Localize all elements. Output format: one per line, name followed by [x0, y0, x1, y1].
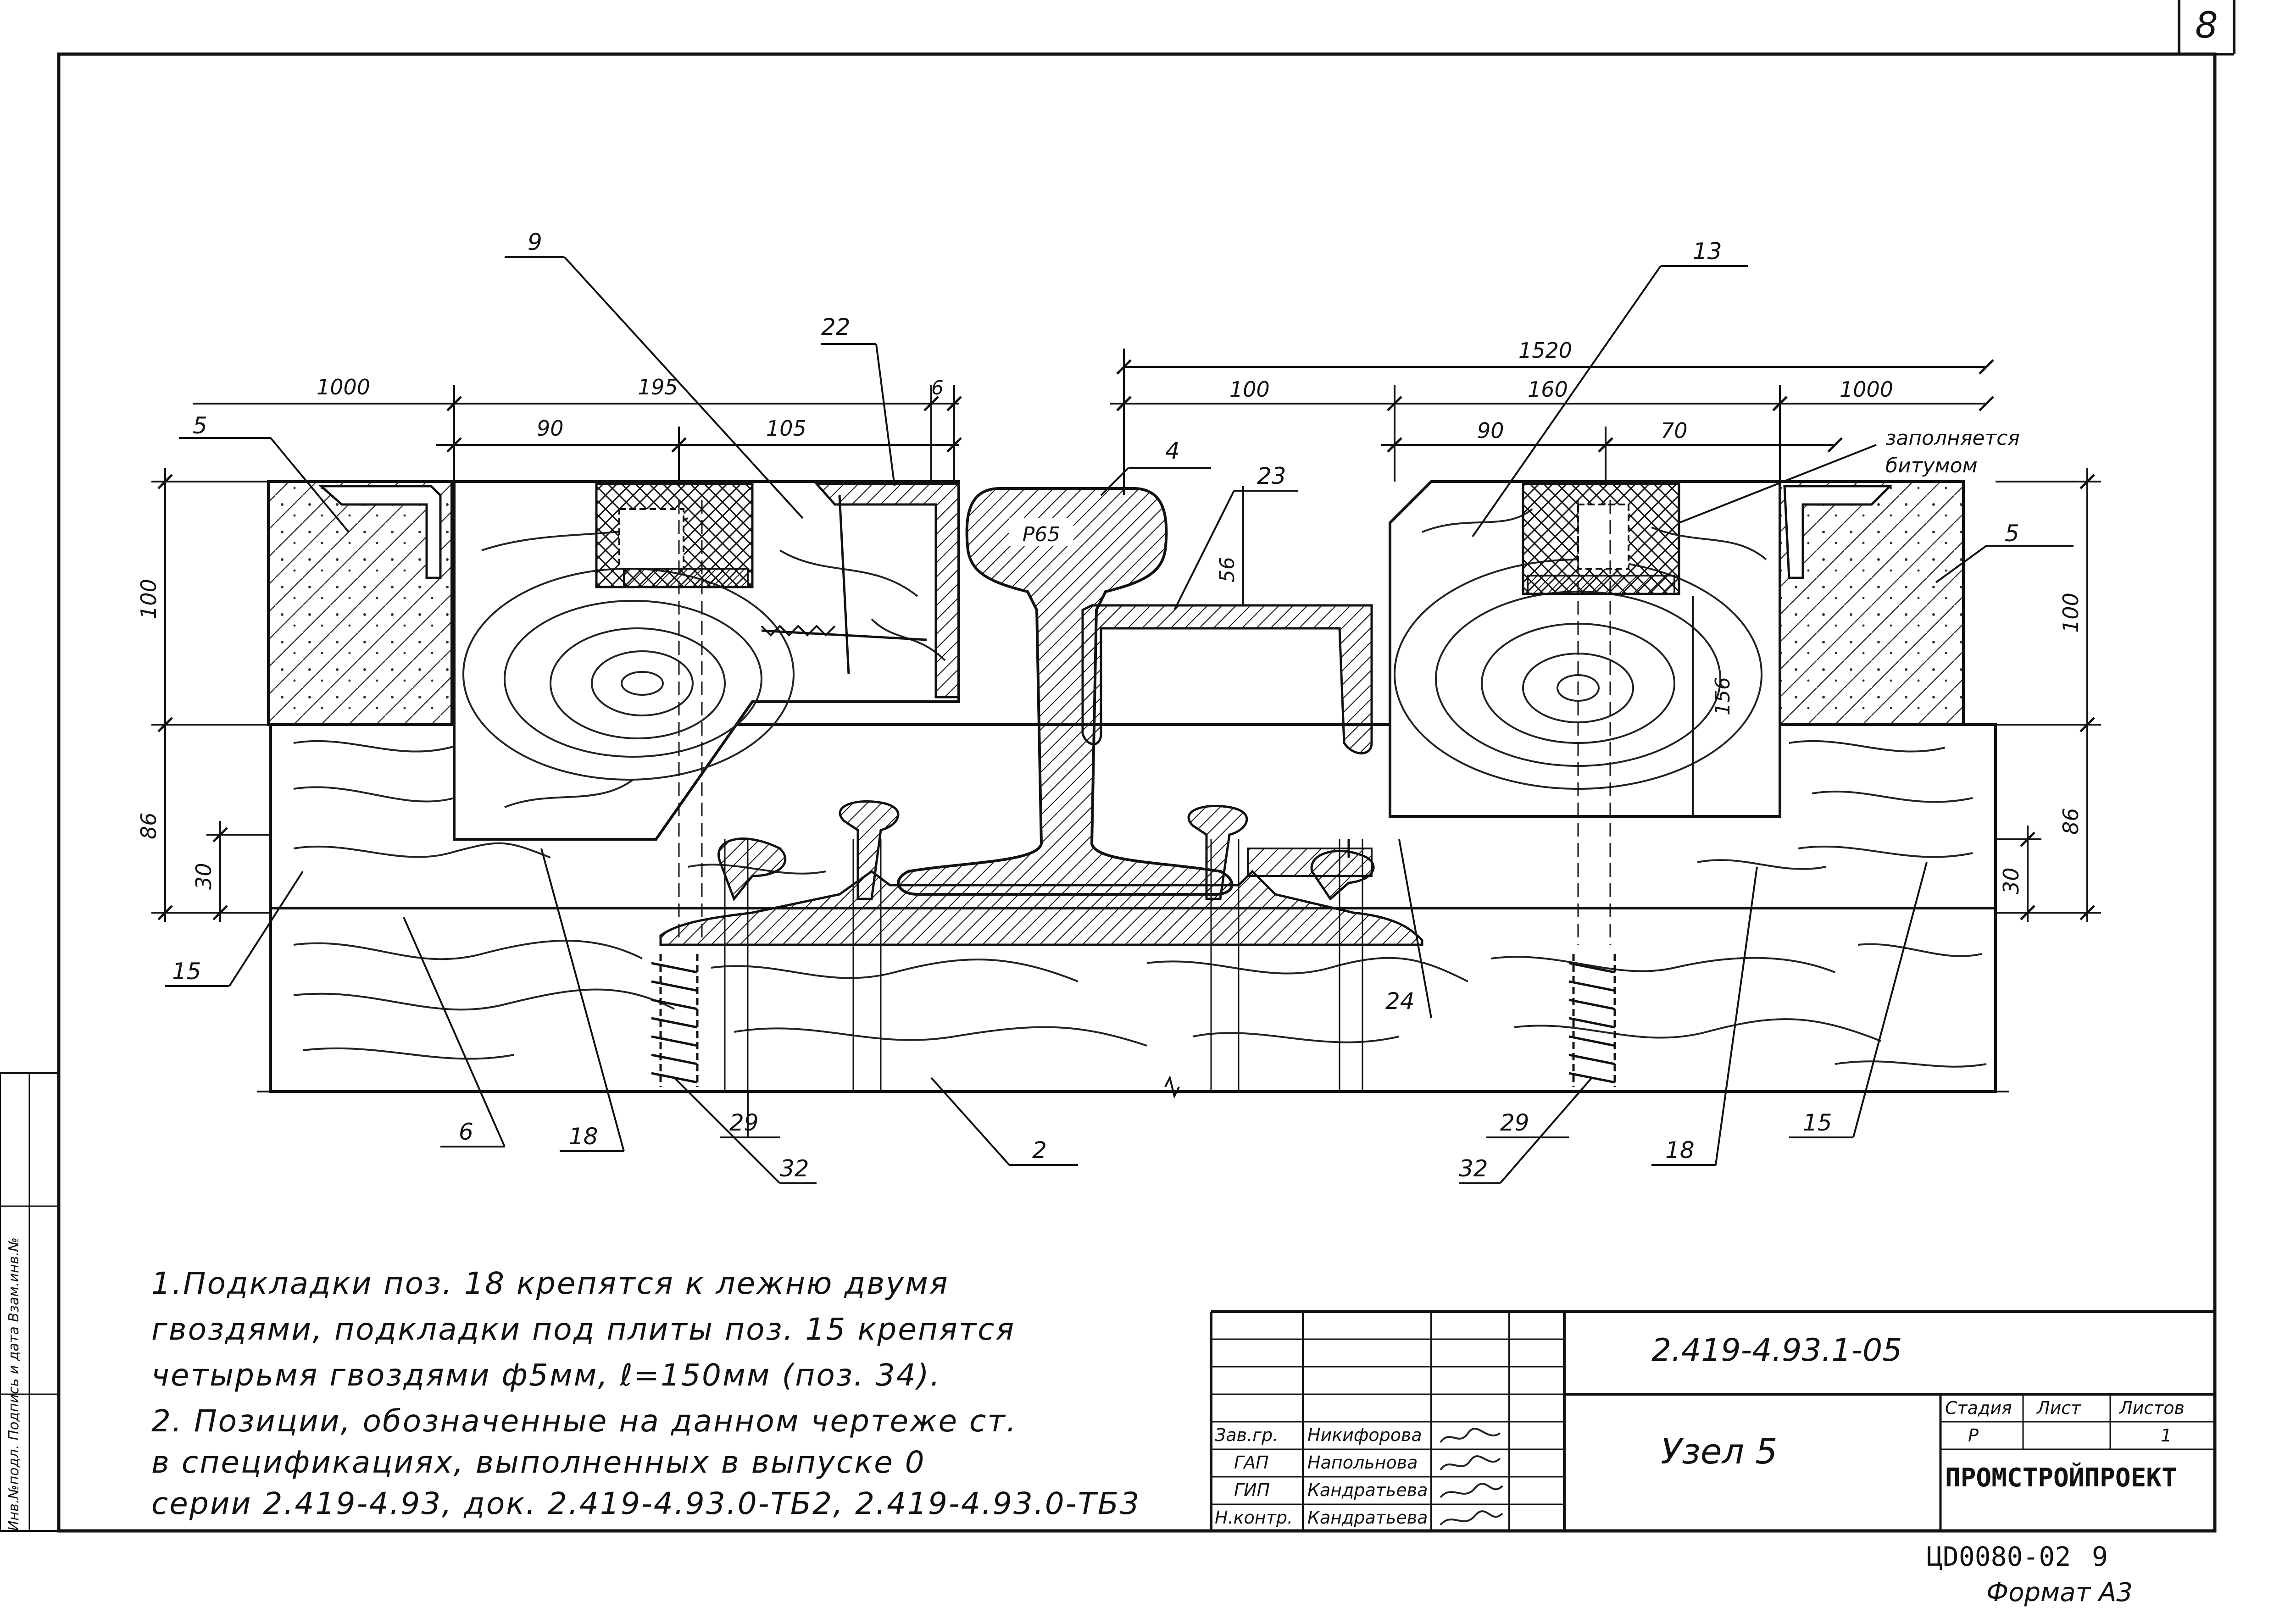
note-1-line-1: 1.Подкладки поз. 18 крепятся к лежню дву…	[151, 1266, 949, 1301]
dimension-lines	[151, 349, 2101, 922]
dim-160: 160	[1528, 377, 1568, 402]
note-2-line-1: 2. Позиции, обозначенные на данном черте…	[151, 1403, 1017, 1439]
note-2-line-2: в спецификациях, выполненных в выпуске 0	[151, 1445, 926, 1480]
label-18-right: 18	[1665, 1137, 1695, 1164]
name-1: Напольнова	[1307, 1452, 1418, 1473]
dim-195: 195	[638, 375, 678, 399]
role-0: Зав.гр.	[1215, 1425, 1279, 1445]
dim-105: 105	[766, 416, 806, 441]
stage-header: Стадия	[1945, 1398, 2012, 1418]
label-5-right: 5	[2005, 520, 2019, 547]
dim-90-right: 90	[1477, 418, 1504, 443]
label-13: 13	[1693, 238, 1722, 265]
label-9: 9	[528, 229, 542, 255]
label-15-right: 15	[1803, 1109, 1832, 1136]
label-6: 6	[459, 1119, 473, 1145]
note-2-line-3: серии 2.419-4.93, док. 2.419-4.93.0-ТБ2,…	[151, 1486, 1141, 1521]
dim-100-right-vertical: 100	[2058, 593, 2083, 633]
dim-100-top: 100	[1229, 377, 1270, 402]
concrete-block-right	[1779, 480, 1965, 726]
note-1-line-2: гвоздями, подкладки под плиты поз. 15 кр…	[151, 1312, 1016, 1347]
rail-label: Р65	[1023, 523, 1061, 546]
sheets-header: Листов	[2119, 1398, 2185, 1418]
dim-86-left: 86	[136, 812, 161, 839]
label-29-right: 29	[1500, 1109, 1529, 1136]
dim-90-left: 90	[537, 416, 564, 441]
note-1-line-3: четырьмя гвоздями ф5мм, ℓ=150мм (поз. 34…	[151, 1358, 941, 1393]
dimension-texts: 1000 195 6 90 105 1520 100 160 1000 90 7…	[136, 338, 2083, 894]
bitumen-note-line1: заполняется	[1885, 427, 2020, 450]
name-2: Кандратьева	[1307, 1480, 1428, 1500]
dim-1000-right: 1000	[1840, 377, 1893, 402]
dim-156: 156	[1711, 677, 1735, 715]
leader-lines	[165, 256, 2074, 1184]
format-label: Формат А3	[1986, 1578, 2133, 1607]
concrete-block-left	[267, 480, 453, 726]
dim-1000-left: 1000	[317, 375, 370, 399]
label-2: 2	[1032, 1137, 1047, 1164]
dim-56: 56	[1216, 557, 1239, 582]
dim-100-left-vertical: 100	[136, 579, 161, 619]
label-24: 24	[1385, 988, 1415, 1014]
dim-70: 70	[1661, 418, 1688, 443]
name-3: Кандратьева	[1307, 1508, 1428, 1528]
archive-code: ЦD0080-02	[1927, 1541, 2071, 1572]
position-labels: 9 22 5 4 23 13 5 15 6 18 29 32 2 24 29 3…	[172, 229, 2019, 1182]
doc-code: 2.419-4.93.1-05	[1651, 1332, 1902, 1369]
sheet-header: Лист	[2037, 1398, 2081, 1418]
signatures	[1440, 1428, 1503, 1526]
frame	[0, 0, 2235, 1533]
label-23: 23	[1257, 463, 1286, 489]
side-stamp: Инв.№подл. Подпись и дата Взам.инв.№	[6, 1237, 22, 1531]
name-0: Никифорова	[1307, 1425, 1422, 1445]
fasteners	[651, 500, 1616, 1092]
dim-1520: 1520	[1518, 338, 1572, 363]
role-3: Н.контр.	[1215, 1508, 1293, 1528]
archive-page: 9	[2092, 1541, 2108, 1572]
dim-86-right: 86	[2058, 808, 2083, 835]
timber-left	[453, 480, 960, 841]
dim-6: 6	[931, 377, 944, 399]
label-18-left: 18	[569, 1123, 598, 1150]
label-15-left: 15	[172, 958, 201, 985]
dim-30-right: 30	[1999, 867, 2024, 894]
role-1: ГАП	[1234, 1452, 1269, 1473]
label-32-right: 32	[1459, 1155, 1488, 1182]
label-4: 4	[1165, 438, 1180, 464]
dimension-ticks	[157, 359, 2095, 920]
title-block-grid	[1210, 1310, 2215, 1531]
label-22: 22	[821, 314, 851, 340]
stage-value: Р	[1968, 1425, 1979, 1446]
drawing-title: Узел 5	[1661, 1431, 1778, 1472]
dim-30-left: 30	[191, 863, 216, 890]
role-2: ГИП	[1234, 1480, 1270, 1500]
sheet-number: 8	[2195, 5, 2218, 46]
sheets-value: 1	[2161, 1425, 2172, 1446]
bitumen-note-line2: битумом	[1885, 454, 1978, 477]
timber-right	[1389, 480, 1781, 818]
organization: ПРОМСТРОЙПРОЕКТ	[1945, 1463, 2177, 1493]
label-5-left: 5	[193, 412, 207, 439]
label-29-left: 29	[729, 1109, 759, 1136]
label-32-left: 32	[780, 1155, 809, 1182]
